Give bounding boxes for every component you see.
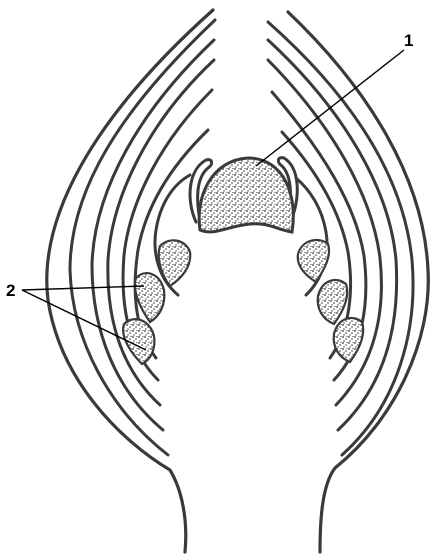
- left-leaf-sheaths: [47, 10, 215, 552]
- label-leaf-primordia: 2: [6, 281, 15, 300]
- primordium-right-lower: [334, 318, 364, 362]
- primordium-left-middle: [135, 273, 164, 322]
- label-apex: 1: [404, 31, 413, 50]
- leaf-right-3: [268, 40, 397, 430]
- leaf-left-2: [70, 20, 215, 455]
- primordium-right-middle: [318, 280, 348, 324]
- leaf-left-4: [108, 60, 214, 405]
- outer-leaf-right: [288, 12, 428, 552]
- leader-line-apex: [256, 50, 404, 166]
- primordium-right-upper: [298, 240, 329, 282]
- shoot-apex: [199, 158, 293, 232]
- leader-line-primordium-upper: [22, 286, 144, 290]
- leaf-primordia: [123, 240, 363, 364]
- leaf-right-2: [268, 22, 413, 455]
